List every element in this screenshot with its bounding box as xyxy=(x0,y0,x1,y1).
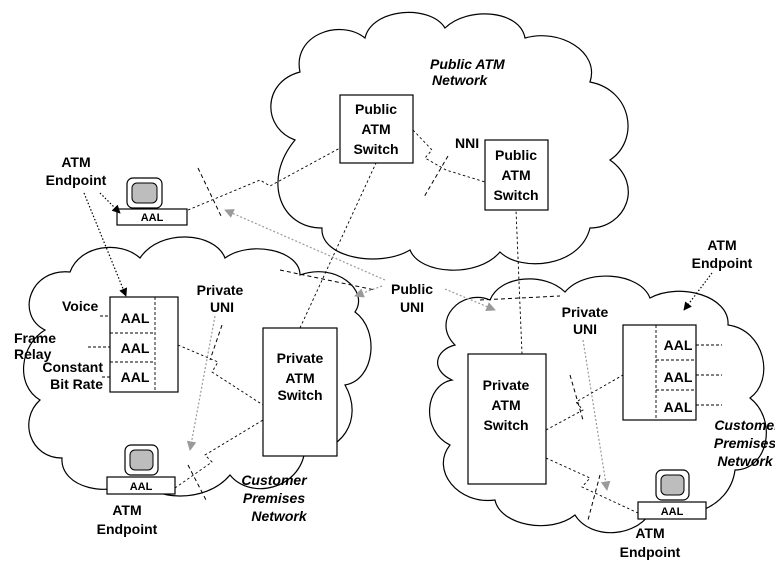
public-network-title-line2: Network xyxy=(432,72,488,88)
frame-relay-label-line2: Relay xyxy=(14,346,52,362)
left-endpoint-label-line2: Endpoint xyxy=(97,521,158,537)
terminal-left-bottom-aal: AAL xyxy=(130,481,153,493)
terminal-right-bottom-aal: AAL xyxy=(661,506,684,518)
left-network-label-line1: Customer xyxy=(241,472,308,488)
left-private-switch: Private ATM Switch xyxy=(262,327,338,457)
right-switch-uplink xyxy=(515,209,523,355)
right-network-label-line3: Network xyxy=(717,453,773,469)
nni-label: NNI xyxy=(455,135,479,151)
top-endpoint-label-line2: Endpoint xyxy=(46,172,107,188)
right-aal-3: AAL xyxy=(664,399,693,415)
nni-boundary xyxy=(423,155,449,198)
left-endpoint-label-line1: ATM xyxy=(112,502,141,518)
terminal-top-left-aal: AAL xyxy=(141,212,164,224)
nni-link xyxy=(412,129,486,183)
public-switch-2: Public ATM Switch xyxy=(484,139,549,211)
right-top-endpoint-line2: Endpoint xyxy=(692,255,753,271)
left-public-uni-boundary xyxy=(279,269,376,291)
public-network-cloud xyxy=(270,11,629,271)
terminal-left-bottom: AAL xyxy=(106,444,176,495)
left-switch-uplink xyxy=(299,162,377,329)
public-switch-1-line2: ATM xyxy=(361,121,390,137)
right-private-switch-line3: Switch xyxy=(483,417,528,433)
right-endpoint-label-line2: Endpoint xyxy=(620,544,681,560)
voice-label: Voice xyxy=(62,298,99,314)
right-private-switch-line1: Private xyxy=(483,377,530,393)
right-private-uni-line1: Private xyxy=(562,304,609,320)
left-private-uni-line1: Private xyxy=(197,282,244,298)
right-terminal-link xyxy=(545,457,639,514)
right-stack-link xyxy=(545,374,624,431)
left-aal-stack: AAL AAL AAL xyxy=(109,296,179,393)
left-private-switch-line2: ATM xyxy=(285,370,314,386)
frame-relay-label-line1: Frame xyxy=(14,330,56,346)
left-private-uni-line2: UNI xyxy=(210,299,234,315)
public-switch-1: Public ATM Switch xyxy=(339,94,414,164)
left-private-switch-line3: Switch xyxy=(277,387,322,403)
right-private-uni-arrow xyxy=(582,339,611,491)
right-public-uni-boundary xyxy=(479,295,561,301)
cbr-label-line2: Bit Rate xyxy=(50,376,103,392)
public-network-title-line1: Public ATM xyxy=(430,56,505,72)
right-private-switch-line2: ATM xyxy=(491,397,520,413)
right-network-label-line2: Premises xyxy=(714,435,775,451)
left-aal-3: AAL xyxy=(121,369,150,385)
public-switch-1-line3: Switch xyxy=(353,141,398,157)
left-private-uni-boundary xyxy=(209,324,223,361)
left-private-switch-line1: Private xyxy=(277,350,324,366)
public-uni-boundary-top xyxy=(197,167,223,219)
left-network-label-line3: Network xyxy=(251,508,307,524)
right-network-label-line1: Customer xyxy=(714,417,775,433)
top-endpoint-label-line1: ATM xyxy=(61,154,90,170)
right-aal-2: AAL xyxy=(664,369,693,385)
right-aal-1: AAL xyxy=(664,337,693,353)
right-private-switch: Private ATM Switch xyxy=(467,353,547,485)
right-top-endpoint-line1: ATM xyxy=(707,237,736,253)
public-switch-2-line1: Public xyxy=(495,147,537,163)
public-uni-line1: Public xyxy=(391,281,433,297)
right-stack-boundary xyxy=(569,374,584,421)
left-network-label-line2: Premises xyxy=(243,490,305,506)
left-stack-link xyxy=(177,344,264,406)
terminal-right-bottom: AAL xyxy=(637,469,707,520)
left-aal-2: AAL xyxy=(121,340,150,356)
public-uni-arrow-right xyxy=(444,288,496,312)
right-terminal-boundary xyxy=(587,474,601,521)
left-private-uni-arrow xyxy=(186,315,216,451)
top-endpoint-arrow-2 xyxy=(83,192,128,297)
cbr-label-line1: Constant xyxy=(42,359,103,375)
right-top-endpoint-arrow xyxy=(683,272,713,311)
left-aal-1: AAL xyxy=(121,310,150,326)
right-endpoint-label-line1: ATM xyxy=(635,525,664,541)
public-uni-arrow-top xyxy=(224,209,386,281)
public-uni-line2: UNI xyxy=(400,299,424,315)
right-private-uni-line2: UNI xyxy=(573,321,597,337)
public-switch-1-line1: Public xyxy=(355,101,397,117)
public-switch-2-line2: ATM xyxy=(501,167,530,183)
top-endpoint-arrow-1 xyxy=(99,192,121,214)
terminal-top-left: AAL xyxy=(116,177,188,226)
public-uni-arrow-left xyxy=(354,285,383,298)
right-aal-stack: AAL AAL AAL xyxy=(622,324,697,421)
public-switch-2-line3: Switch xyxy=(493,187,538,203)
left-terminal-link xyxy=(174,419,264,489)
